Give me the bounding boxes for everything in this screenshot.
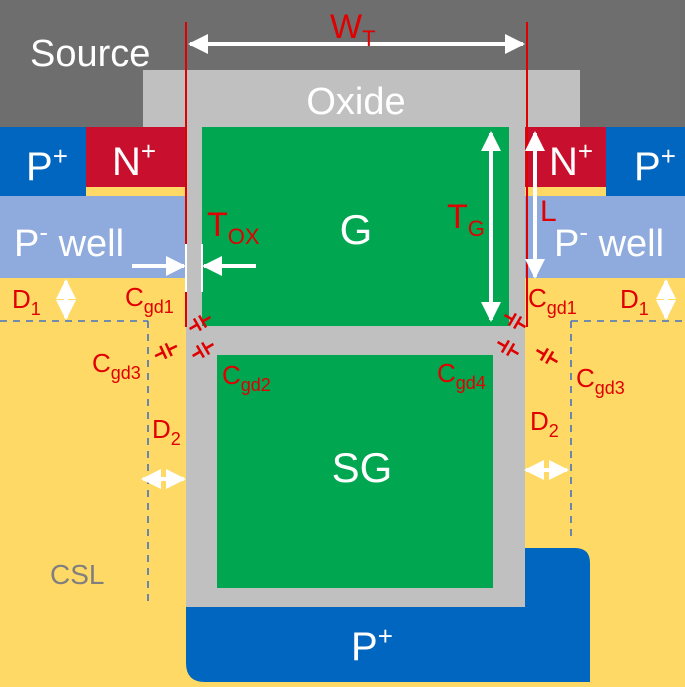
gate-poly xyxy=(202,127,509,326)
cgd3-right-capacitor-icon xyxy=(535,347,559,365)
shield-gate-label: SG xyxy=(332,444,393,491)
p-plus-left-region xyxy=(0,127,86,196)
d2-left-label: D2 xyxy=(152,414,181,449)
cgd2-label: Cgd2 xyxy=(222,360,271,395)
n-plus-left-label: N+ xyxy=(112,136,156,184)
cgd3-right-label: Cgd3 xyxy=(576,363,625,398)
shield-gate-poly xyxy=(217,355,493,588)
capacitor-symbols xyxy=(154,312,559,365)
p-well-right-label: P- well xyxy=(554,217,664,265)
oxide-label: Oxide xyxy=(306,81,405,123)
cgd4-capacitor-icon xyxy=(496,339,520,357)
n-plus-right-label: N+ xyxy=(549,136,593,184)
gate-label: G xyxy=(340,206,373,253)
cgd1-right-label: Cgd1 xyxy=(528,283,577,318)
cgd4-label: Cgd4 xyxy=(437,358,486,393)
tg-label: TG xyxy=(447,198,485,241)
p-well-left-label: P- well xyxy=(14,217,124,265)
tox-label: TOX xyxy=(207,206,260,249)
cgd2-capacitor-icon xyxy=(191,341,215,359)
d1-left-label: D1 xyxy=(12,284,41,319)
boundary-lines xyxy=(0,320,685,605)
l-label: L xyxy=(540,195,557,228)
p-plus-right-label: P+ xyxy=(634,141,676,189)
cgd3-left-capacitor-icon xyxy=(154,342,178,360)
d1-right-label: D1 xyxy=(620,284,649,319)
cgd1-left-capacitor-icon xyxy=(188,314,212,332)
annotation-labels: WT TOX TG L D1 D1 D2 D2 Cgd1 Cgd1 Cgd2 C… xyxy=(12,8,649,449)
p-plus-left-label: P+ xyxy=(26,141,68,189)
n-plus-left-region xyxy=(86,127,186,187)
csl-label: CSL xyxy=(50,559,104,590)
p-plus-right-region xyxy=(606,127,685,196)
dimension-arrows xyxy=(56,34,676,489)
wt-label: WT xyxy=(330,8,376,51)
cgd1-left-label: Cgd1 xyxy=(125,282,174,317)
source-metal xyxy=(0,0,685,127)
cgd1-right-capacitor-icon xyxy=(503,312,527,330)
cgd3-left-label: Cgd3 xyxy=(92,348,141,383)
p-plus-bottom-label: P+ xyxy=(351,621,393,669)
d2-right-label: D2 xyxy=(530,406,559,441)
tox-extension-lines xyxy=(185,244,203,292)
source-label: Source xyxy=(30,33,150,75)
p-well-right-region xyxy=(525,196,685,278)
